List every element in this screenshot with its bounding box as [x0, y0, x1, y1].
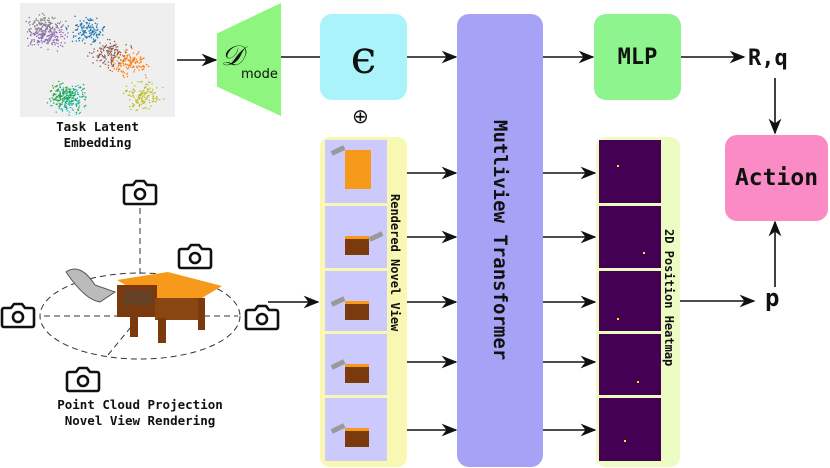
- point-cloud-label: Point Cloud Projection Novel View Render…: [20, 397, 260, 429]
- robot-arm-thumbnail: [368, 231, 384, 242]
- scatter-cluster: [122, 80, 165, 112]
- action-label: Action: [734, 165, 819, 191]
- camera-icon: [0, 302, 36, 329]
- rendered-view-tile: [325, 140, 387, 203]
- desk-thumbnail: [345, 150, 371, 189]
- rendered-view-tile: [325, 271, 387, 331]
- desk-thumbnail: [345, 301, 369, 320]
- robot-arm-thumbnail: [330, 145, 346, 156]
- rendered-view-tile: [325, 206, 387, 268]
- point-cloud-scene: [65, 268, 222, 343]
- rq-label: R,q: [748, 46, 788, 71]
- point-cloud-label-line2: Novel View Rendering: [64, 413, 216, 428]
- robot-arm-thumbnail: [330, 296, 346, 307]
- camera-icon: [122, 179, 158, 206]
- embedding-label-line1: Task Latent: [56, 119, 139, 134]
- camera-icon: [177, 243, 213, 270]
- scatter-cluster: [65, 15, 106, 44]
- camera-icon: [65, 366, 101, 393]
- p-label: p: [765, 284, 780, 312]
- scatter-cluster: [25, 12, 67, 46]
- desk-thumbnail: [345, 236, 369, 255]
- decoder-subscript: mode: [241, 67, 278, 82]
- task-latent-embedding-plot: [20, 3, 175, 117]
- heatmap-peak: [617, 318, 619, 320]
- transformer-label: Mutliview Transformer: [489, 120, 511, 361]
- plus-symbol: ⊕: [352, 104, 369, 128]
- heatmap-tile: [599, 140, 661, 203]
- heatmap-tile: [599, 206, 661, 268]
- robot-arm-thumbnail: [330, 423, 346, 434]
- heatmap-peak: [637, 381, 639, 383]
- heatmap-peak: [643, 252, 645, 254]
- heatmap-label: 2D Position Heatmap: [662, 229, 676, 367]
- mlp-box: MLP: [594, 14, 681, 100]
- heatmap-peak: [617, 165, 619, 167]
- desk-thumbnail: [345, 428, 369, 447]
- scatter-cluster: [27, 22, 69, 52]
- mlp-label: MLP: [617, 44, 658, 70]
- camera-icon: [244, 304, 280, 331]
- heatmap-tile: [599, 334, 661, 395]
- epsilon-symbol: ϵ: [350, 30, 377, 84]
- heatmap-tile: [599, 398, 661, 461]
- robot-arm-thumbnail: [330, 359, 346, 370]
- rendered-view-tile: [325, 398, 387, 461]
- rendered-views-label: Rendered Novel View: [388, 194, 402, 332]
- action-box: Action: [725, 135, 828, 221]
- epsilon-box: ϵ: [320, 14, 407, 100]
- heatmap-peak: [624, 440, 626, 442]
- decoder-symbol: 𝒟: [221, 39, 244, 72]
- scatter-cluster: [110, 47, 150, 79]
- scatter-points: [25, 12, 165, 116]
- multiview-transformer: Mutliview Transformer: [457, 14, 543, 467]
- heatmap-tile: [599, 271, 661, 331]
- desk-thumbnail: [345, 364, 369, 383]
- rendered-novel-view-panel: Rendered Novel View: [320, 137, 407, 467]
- scatter-cluster: [46, 80, 87, 114]
- heatmap-panel: 2D Position Heatmap: [596, 137, 680, 467]
- embedding-label: Task Latent Embedding: [20, 119, 175, 151]
- rendered-view-tile: [325, 334, 387, 395]
- embedding-label-line2: Embedding: [63, 135, 132, 150]
- point-cloud-label-line1: Point Cloud Projection: [57, 397, 223, 412]
